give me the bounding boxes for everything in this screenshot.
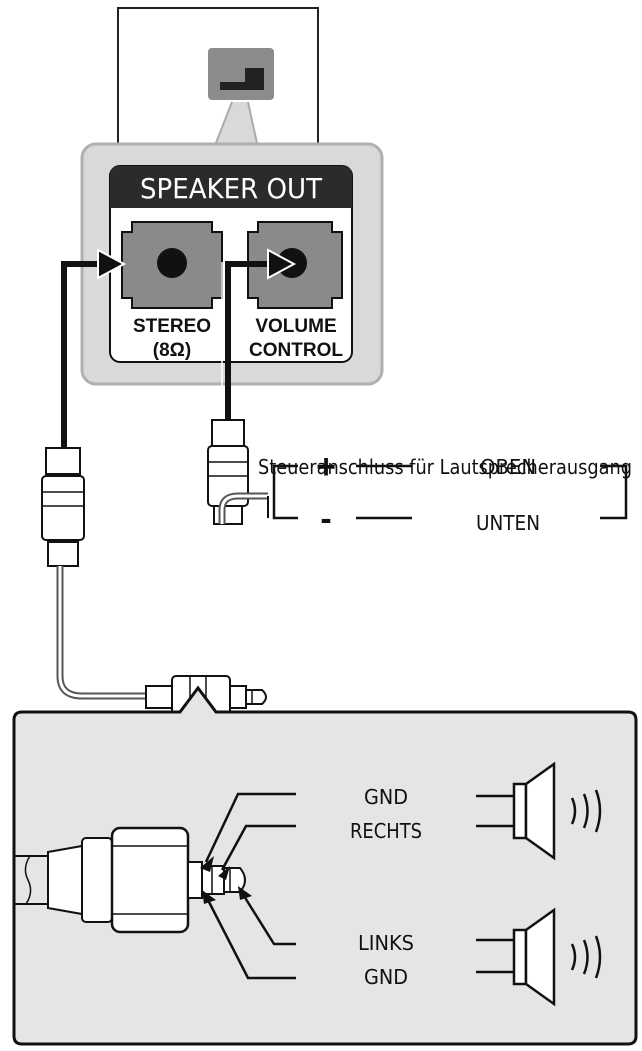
volume-control-jack-label-1: VOLUME xyxy=(255,316,336,337)
volume-control-plug xyxy=(207,419,249,525)
left-channel-label: LINKS xyxy=(358,931,414,955)
insert-arrow-icon xyxy=(267,248,297,280)
stereo-jack-label: STEREO xyxy=(133,316,211,337)
volume-control-bracket xyxy=(267,464,628,520)
minus-sign: - xyxy=(320,500,331,538)
bottom-gnd-label: GND xyxy=(364,965,408,989)
panel-header: SPEAKER OUT xyxy=(140,172,323,205)
plug-detail-box xyxy=(12,685,638,1046)
volume-control-cable xyxy=(221,248,297,444)
plug-detail-leaders xyxy=(204,792,296,980)
volume-control-jack-label-2: CONTROL xyxy=(249,340,343,361)
speaker-icon xyxy=(476,761,602,861)
plus-sign: + xyxy=(316,448,336,486)
stereo-jack-impedance: (8Ω) xyxy=(153,340,191,361)
volume-control-title: Steueranschluss für Lautsprecherausgang xyxy=(258,455,632,479)
up-label: OBEN xyxy=(480,455,536,479)
stereo-jack xyxy=(121,221,223,309)
speaker-icon xyxy=(476,907,602,1007)
port-zoom-callout xyxy=(213,101,259,149)
stereo-plug-upper xyxy=(41,447,85,567)
top-gnd-label: GND xyxy=(364,785,408,809)
right-channel-label: RECHTS xyxy=(350,819,422,843)
stereo-cable-lower xyxy=(56,566,148,700)
insert-arrow-icon xyxy=(97,248,127,280)
plug-detail-leader-heads xyxy=(200,856,252,904)
device-box xyxy=(117,7,319,149)
stereo-cable xyxy=(57,248,127,460)
volume-control-split-wire xyxy=(218,492,268,524)
down-label: UNTEN xyxy=(476,511,540,535)
plug-detail-drawing xyxy=(14,826,246,934)
